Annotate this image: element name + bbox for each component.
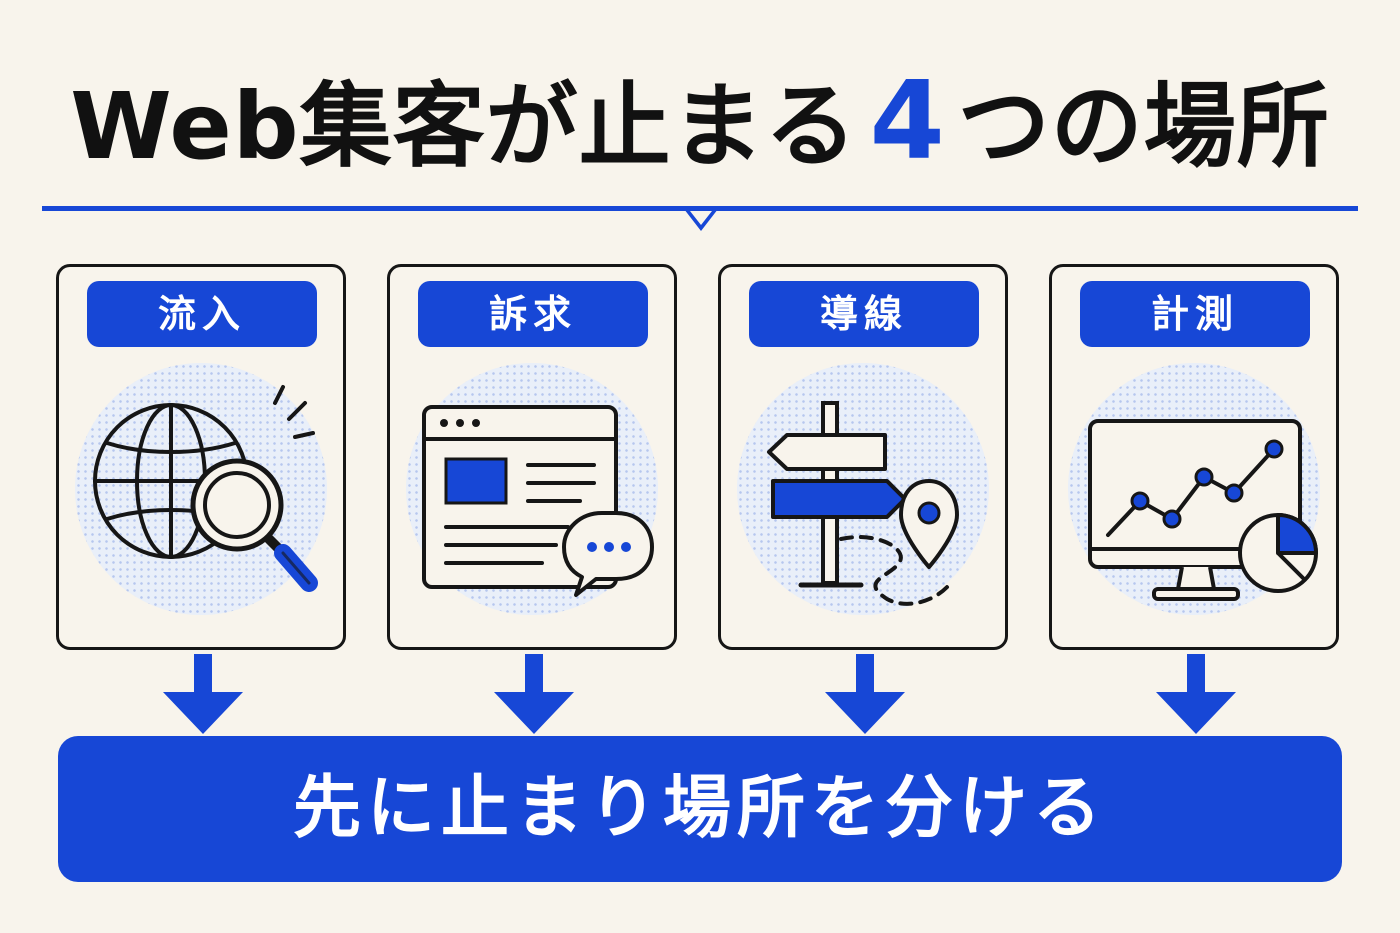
title-number: 4 [869, 59, 946, 184]
down-arrow-1 [163, 654, 243, 734]
summary-banner: 先に止まり場所を分ける [58, 736, 1342, 882]
down-arrow-3 [825, 654, 905, 734]
card-measurement: 計測 [1049, 264, 1339, 650]
monitor-chart-icon [1088, 419, 1318, 601]
signpost-location-icon [767, 401, 959, 606]
card-path-label: 導線 [749, 281, 979, 347]
card-inflow-label: 流入 [87, 281, 317, 347]
card-appeal-label: 訴求 [418, 281, 648, 347]
title-divider [42, 206, 1358, 211]
card-inflow: 流入 [56, 264, 346, 650]
globe-search-icon [93, 385, 318, 592]
down-arrow-2 [494, 654, 574, 734]
card-measurement-label: 計測 [1080, 281, 1310, 347]
divider-notch-inner [690, 211, 712, 225]
title-suffix-text: つの場所 [957, 73, 1330, 180]
card-appeal: 訴求 [387, 264, 677, 650]
down-arrow-4 [1156, 654, 1236, 734]
browser-window-chat-icon [422, 405, 654, 597]
card-path: 導線 [718, 264, 1008, 650]
title-main-text: Web集客が止まる [70, 73, 858, 180]
